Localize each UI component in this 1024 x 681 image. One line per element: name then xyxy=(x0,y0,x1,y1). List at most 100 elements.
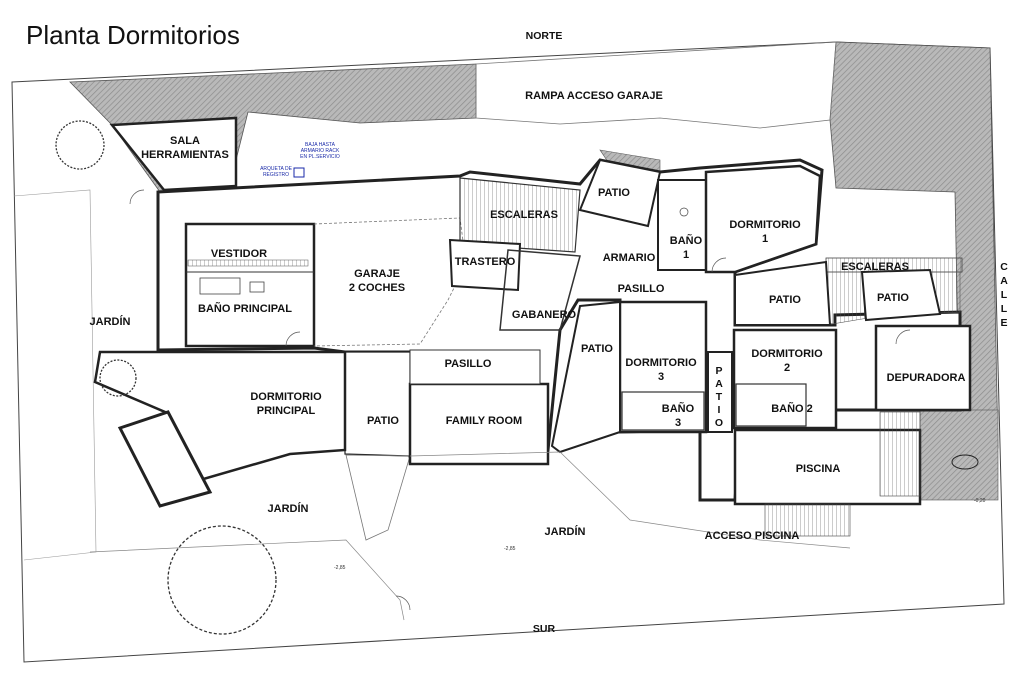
note-arqueta-2: REGISTRO xyxy=(263,172,289,178)
label-sala: SALA xyxy=(170,135,200,147)
label-escaleras-1: ESCALERAS xyxy=(490,209,558,221)
label-north: NORTE xyxy=(526,30,563,42)
label-dormitorio-2-num: 2 xyxy=(784,362,790,374)
label-bano-2: BAÑO 2 xyxy=(771,402,813,415)
label-bano-principal: BAÑO PRINCIPAL xyxy=(198,302,292,315)
patio-west-walls xyxy=(344,351,411,457)
patio-4-walls xyxy=(550,300,621,454)
registro-box xyxy=(293,167,305,178)
bano-1-walls xyxy=(657,179,707,271)
label-street-l2: L xyxy=(1001,303,1008,315)
label-patio-3: PATIO xyxy=(877,292,909,304)
patio-far-east xyxy=(860,268,942,322)
dormitorio-2-walls xyxy=(732,328,838,430)
drain-feature xyxy=(951,454,979,470)
label-patio-v-i: I xyxy=(718,404,721,416)
toilet-1 xyxy=(679,207,689,217)
label-depuradora: DEPURADORA xyxy=(887,372,966,384)
label-armario: ARMARIO xyxy=(603,252,656,264)
label-dormitorio-principal-2: PRINCIPAL xyxy=(257,405,316,417)
label-street-a: A xyxy=(1000,275,1008,287)
label-acceso-piscina: ACCESO PISCINA xyxy=(705,530,800,542)
patio-north xyxy=(578,158,662,228)
level-mark-1: -2,85 xyxy=(334,565,346,571)
label-escaleras-2: ESCALERAS xyxy=(841,261,909,273)
label-pasillo-1: PASILLO xyxy=(618,283,665,295)
label-garaje: GARAJE xyxy=(354,268,400,280)
label-bano-3-num: 3 xyxy=(675,417,681,429)
pool-access-steps xyxy=(764,503,851,537)
tool-room xyxy=(109,116,238,192)
note-arqueta-1: ARQUETA DE xyxy=(260,166,293,172)
door-swing-dorm1 xyxy=(711,257,727,273)
label-jardin-3: JARDÍN xyxy=(545,525,586,538)
trastero xyxy=(448,238,522,292)
label-gabanero: GABANERO xyxy=(512,309,577,321)
door-swing-tool xyxy=(129,189,145,205)
label-patio-v-t: T xyxy=(716,391,723,403)
label-patio-v-o: O xyxy=(715,417,723,429)
label-jardin-1: JARDÍN xyxy=(90,315,131,328)
label-dormitorio-principal: DORMITORIO xyxy=(250,391,322,403)
label-dormitorio-3: DORMITORIO xyxy=(625,357,697,369)
label-piscina: PISCINA xyxy=(796,463,841,475)
closet-rail xyxy=(187,259,309,267)
garden-west-edge xyxy=(13,189,97,561)
label-patio-v-a: A xyxy=(715,378,723,390)
label-street-l1: L xyxy=(1001,289,1008,301)
door-swing-garden xyxy=(395,595,411,611)
garden-edge xyxy=(89,539,405,621)
garage-ramp xyxy=(475,41,837,129)
bathtub xyxy=(199,277,241,295)
label-trastero: TRASTERO xyxy=(455,256,516,268)
tree-west xyxy=(99,359,137,397)
pool-stairs xyxy=(879,411,921,497)
label-dormitorio-1: DORMITORIO xyxy=(729,219,801,231)
depuradora-walls xyxy=(874,324,972,412)
bano-3-walls xyxy=(621,391,705,431)
dormitorio-1-walls xyxy=(704,164,822,274)
pasillo-2-walls xyxy=(409,349,541,385)
note-bajante-3: EN PL.SERVICIO xyxy=(300,154,340,160)
family-room-walls xyxy=(408,382,550,466)
label-rampa: RAMPA ACCESO GARAJE xyxy=(525,90,663,102)
level-mark-3: -0,20 xyxy=(974,498,986,504)
label-patio-4: PATIO xyxy=(581,343,613,355)
label-herramientas: HERRAMIENTAS xyxy=(141,149,229,161)
paving-south-east xyxy=(919,409,999,501)
patio-diagonal xyxy=(345,454,411,541)
patio-vertical-walls xyxy=(707,351,733,433)
note-bajante-2: ARMARIO RACK xyxy=(301,148,340,154)
site-boundary xyxy=(11,41,1005,663)
label-bano-1: BAÑO xyxy=(670,234,703,247)
tree-northwest xyxy=(55,120,105,170)
plan-title: Planta Dormitorios xyxy=(26,20,240,50)
label-south: SUR xyxy=(533,623,556,635)
note-bajante-1: BAJA HASTA xyxy=(305,142,336,148)
master-bedroom-terrace xyxy=(117,410,213,508)
sink xyxy=(249,281,265,293)
label-street-e: E xyxy=(1000,317,1007,329)
gabanero-wall xyxy=(499,249,581,331)
level-mark-2: -2,85 xyxy=(504,546,516,552)
label-bano-1-num: 1 xyxy=(683,249,689,261)
label-dormitorio-1-num: 1 xyxy=(762,233,768,245)
label-dormitorio-2: DORMITORIO xyxy=(751,348,823,360)
patio-east xyxy=(734,260,832,326)
label-patio-5: PATIO xyxy=(367,415,399,427)
label-family-room: FAMILY ROOM xyxy=(446,415,522,427)
stair-core xyxy=(459,177,581,253)
garden-path xyxy=(409,451,851,549)
label-garaje-2: 2 COCHES xyxy=(349,282,405,294)
label-patio-2: PATIO xyxy=(769,294,801,306)
label-patio-1: PATIO xyxy=(598,187,630,199)
label-patio-v-p: P xyxy=(715,365,722,377)
label-dormitorio-3-num: 3 xyxy=(658,371,664,383)
label-vestidor: VESTIDOR xyxy=(211,248,267,260)
tree-south xyxy=(167,525,277,635)
label-jardin-2: JARDÍN xyxy=(268,502,309,515)
bano-2-walls xyxy=(735,383,807,427)
door-swing-depuradora xyxy=(895,329,911,345)
